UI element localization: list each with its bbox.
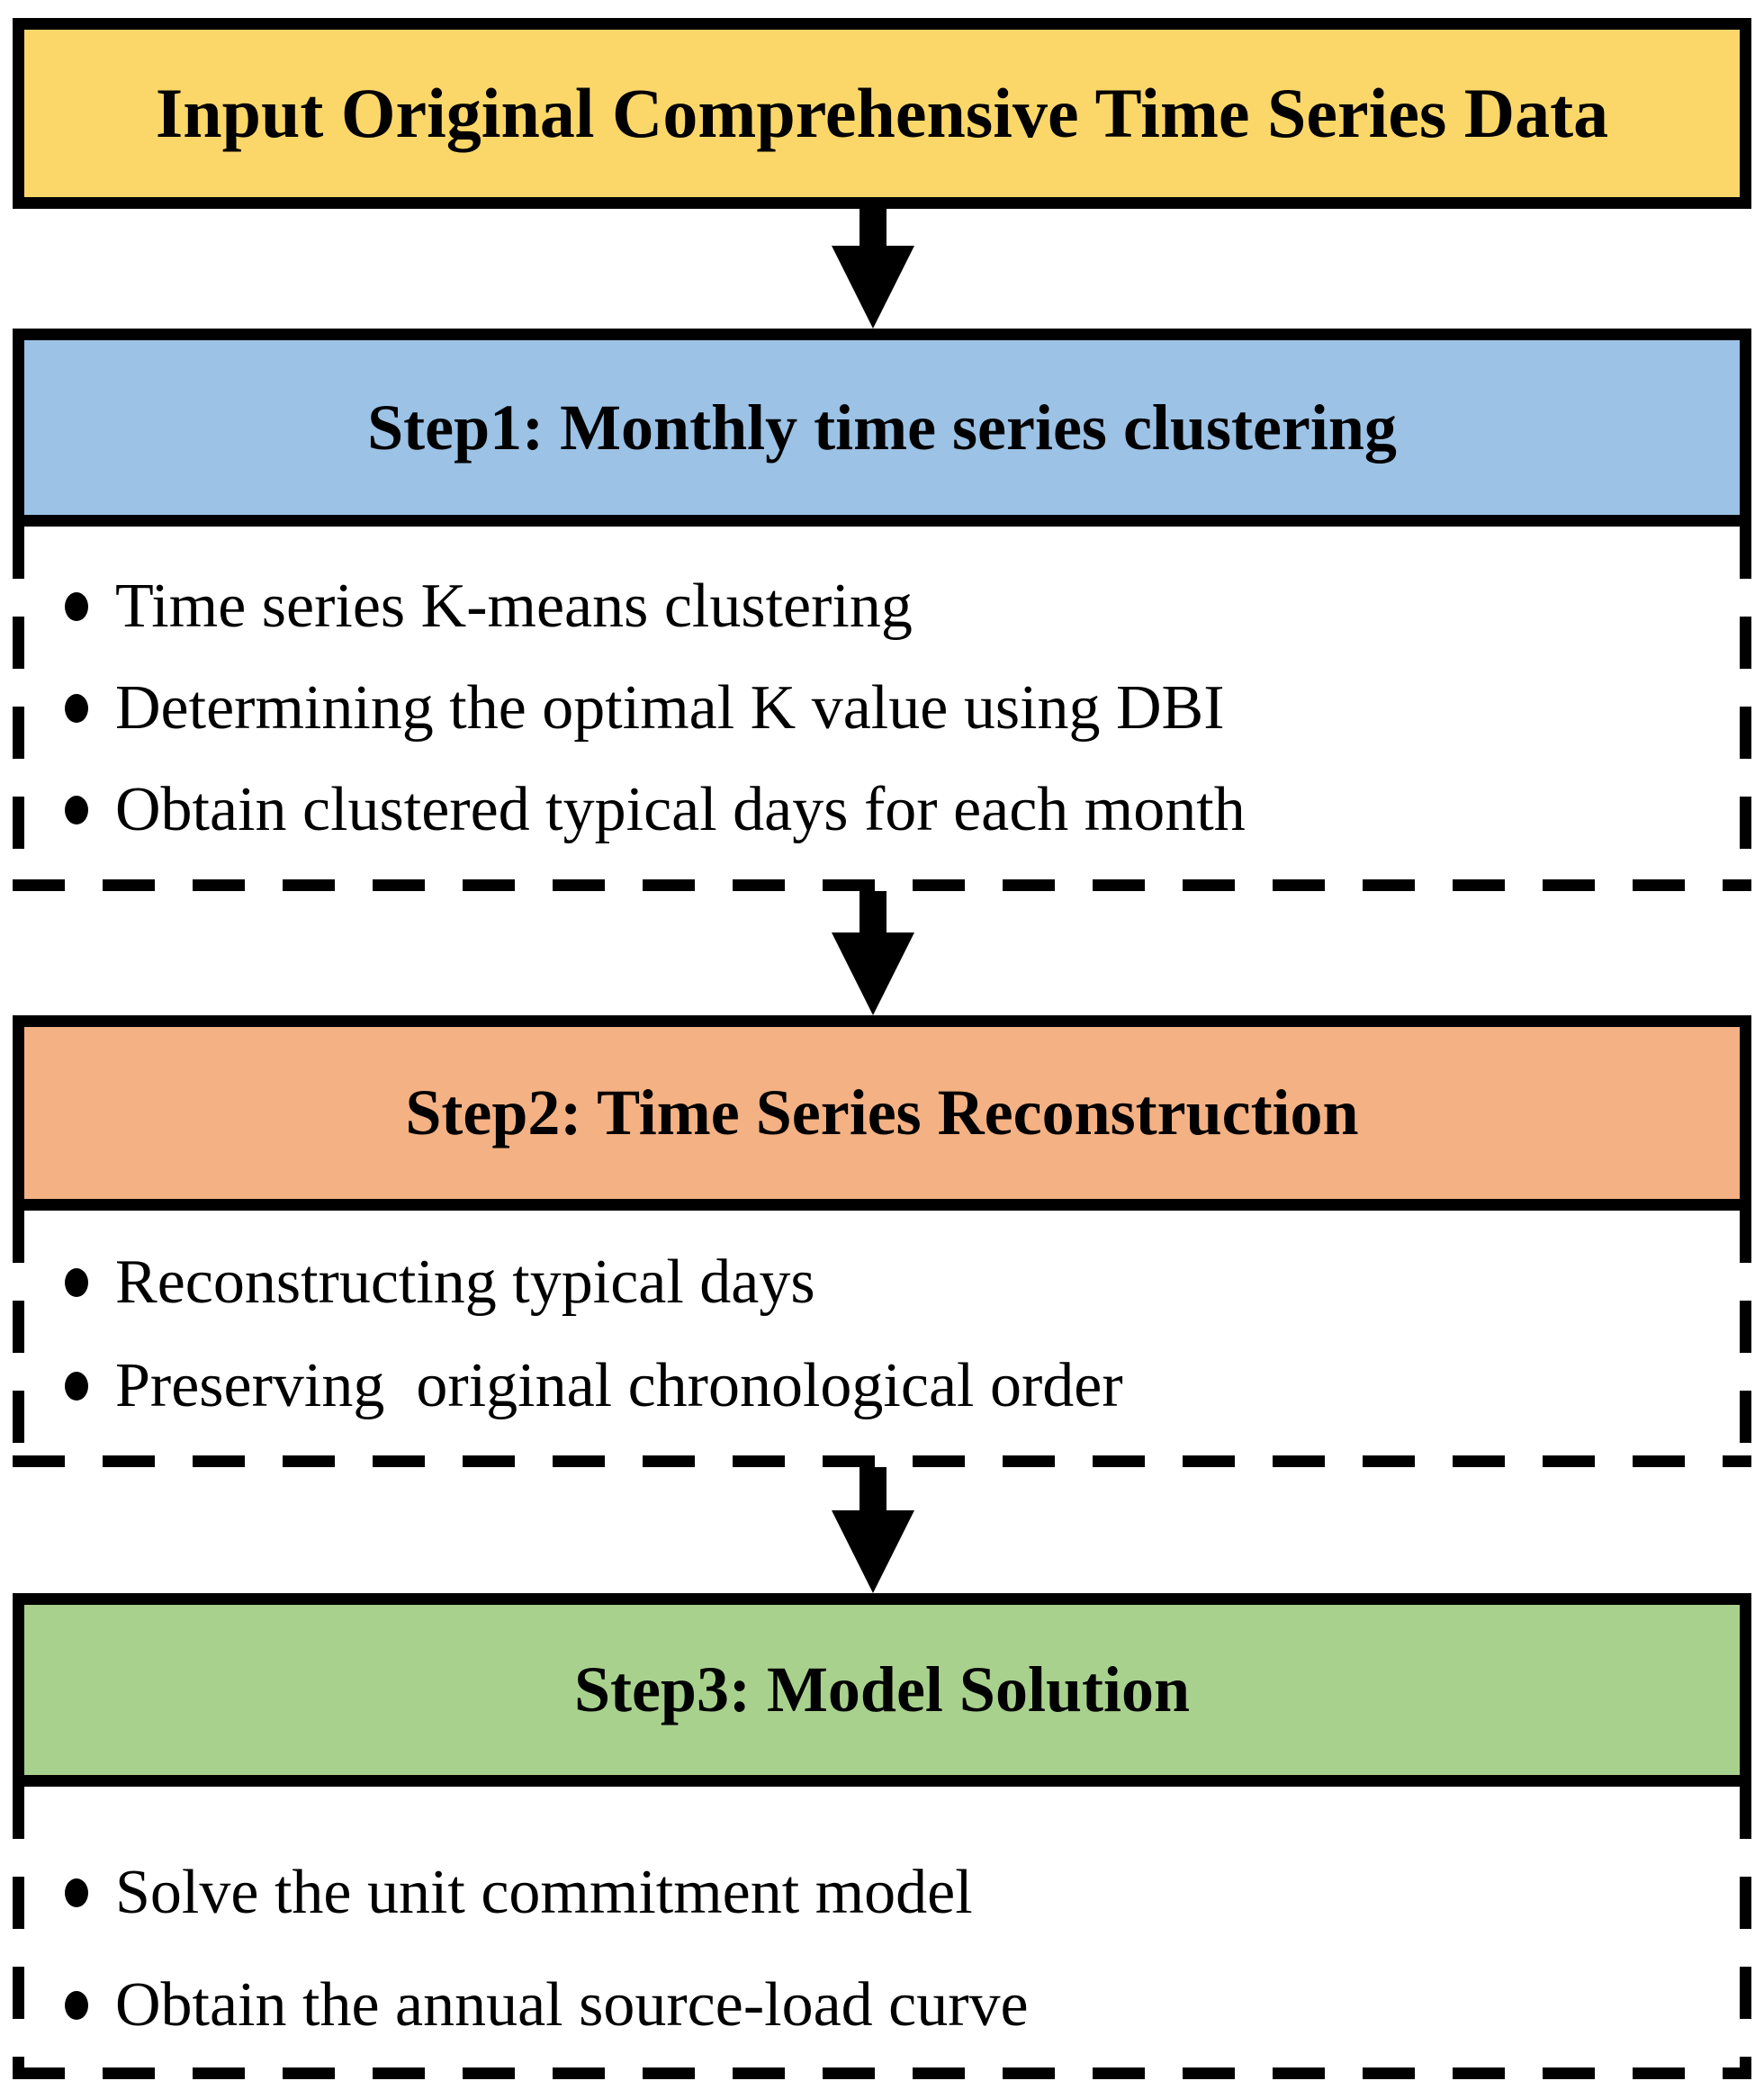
arrow-head-icon	[832, 246, 914, 329]
step-1-section: Step1: Monthly time series clustering Ti…	[13, 329, 1751, 891]
step-2-body: Reconstructing typical days Preserving o…	[13, 1211, 1751, 1467]
flow-arrow-3	[4, 1467, 1742, 1593]
input-data-box: Input Original Comprehensive Time Series…	[13, 18, 1751, 209]
step-3-bullet-list: Solve the unit commitment model Obtain t…	[65, 1836, 1733, 2061]
flow-arrow-2	[4, 891, 1742, 1015]
arrow-head-icon	[832, 1510, 914, 1593]
bullet-icon	[65, 693, 88, 723]
bullet-icon	[65, 1371, 88, 1401]
dashed-border-right	[1740, 527, 1751, 891]
arrow-head-icon	[832, 932, 914, 1015]
step-1-header: Step1: Monthly time series clustering	[13, 329, 1751, 527]
arrow-stem	[860, 209, 886, 246]
step-3-section: Step3: Model Solution Solve the unit com…	[13, 1593, 1751, 2079]
arrow-stem	[860, 891, 886, 932]
step-2-section: Step2: Time Series Reconstruction Recons…	[13, 1015, 1751, 1467]
dashed-border-bottom	[13, 879, 1751, 891]
dashed-border-right	[1740, 1787, 1751, 2079]
step-3-title: Step3: Model Solution	[573, 1653, 1191, 1725]
step-1-title: Step1: Monthly time series clustering	[367, 391, 1397, 464]
list-item: Preserving original chronological order	[65, 1334, 1733, 1437]
bullet-icon	[65, 1267, 88, 1297]
list-item: Obtain clustered typical days for each m…	[65, 759, 1733, 860]
step-3-body: Solve the unit commitment model Obtain t…	[13, 1787, 1751, 2079]
dashed-border-bottom	[13, 2067, 1751, 2079]
dashed-border-bottom	[13, 1455, 1751, 1467]
dashed-border-right	[1740, 1211, 1751, 1467]
list-item: Reconstructing typical days	[65, 1230, 1733, 1334]
dashed-border-left	[13, 527, 24, 891]
bullet-icon	[65, 591, 88, 621]
step-3-header: Step3: Model Solution	[13, 1593, 1751, 1787]
step-1-body: Time series K-means clustering Determini…	[13, 527, 1751, 891]
step-2-bullet-list: Reconstructing typical days Preserving o…	[65, 1230, 1733, 1437]
step-2-header: Step2: Time Series Reconstruction	[13, 1015, 1751, 1211]
step-1-bullet-list: Time series K-means clustering Determini…	[65, 555, 1733, 860]
arrow-stem	[860, 1467, 886, 1510]
dashed-border-left	[13, 1787, 24, 2079]
bullet-icon	[65, 1990, 88, 2020]
flow-arrow-1	[4, 209, 1742, 329]
list-item: Obtain the annual source-load curve	[65, 1949, 1733, 2061]
step-2-title: Step2: Time Series Reconstruction	[405, 1077, 1359, 1149]
list-item: Solve the unit commitment model	[65, 1836, 1733, 1949]
dashed-border-left	[13, 1211, 24, 1467]
list-item: Determining the optimal K value using DB…	[65, 657, 1733, 759]
bullet-icon	[65, 795, 88, 824]
bullet-icon	[65, 1878, 88, 1907]
input-data-label: Input Original Comprehensive Time Series…	[155, 74, 1609, 152]
list-item: Time series K-means clustering	[65, 555, 1733, 657]
